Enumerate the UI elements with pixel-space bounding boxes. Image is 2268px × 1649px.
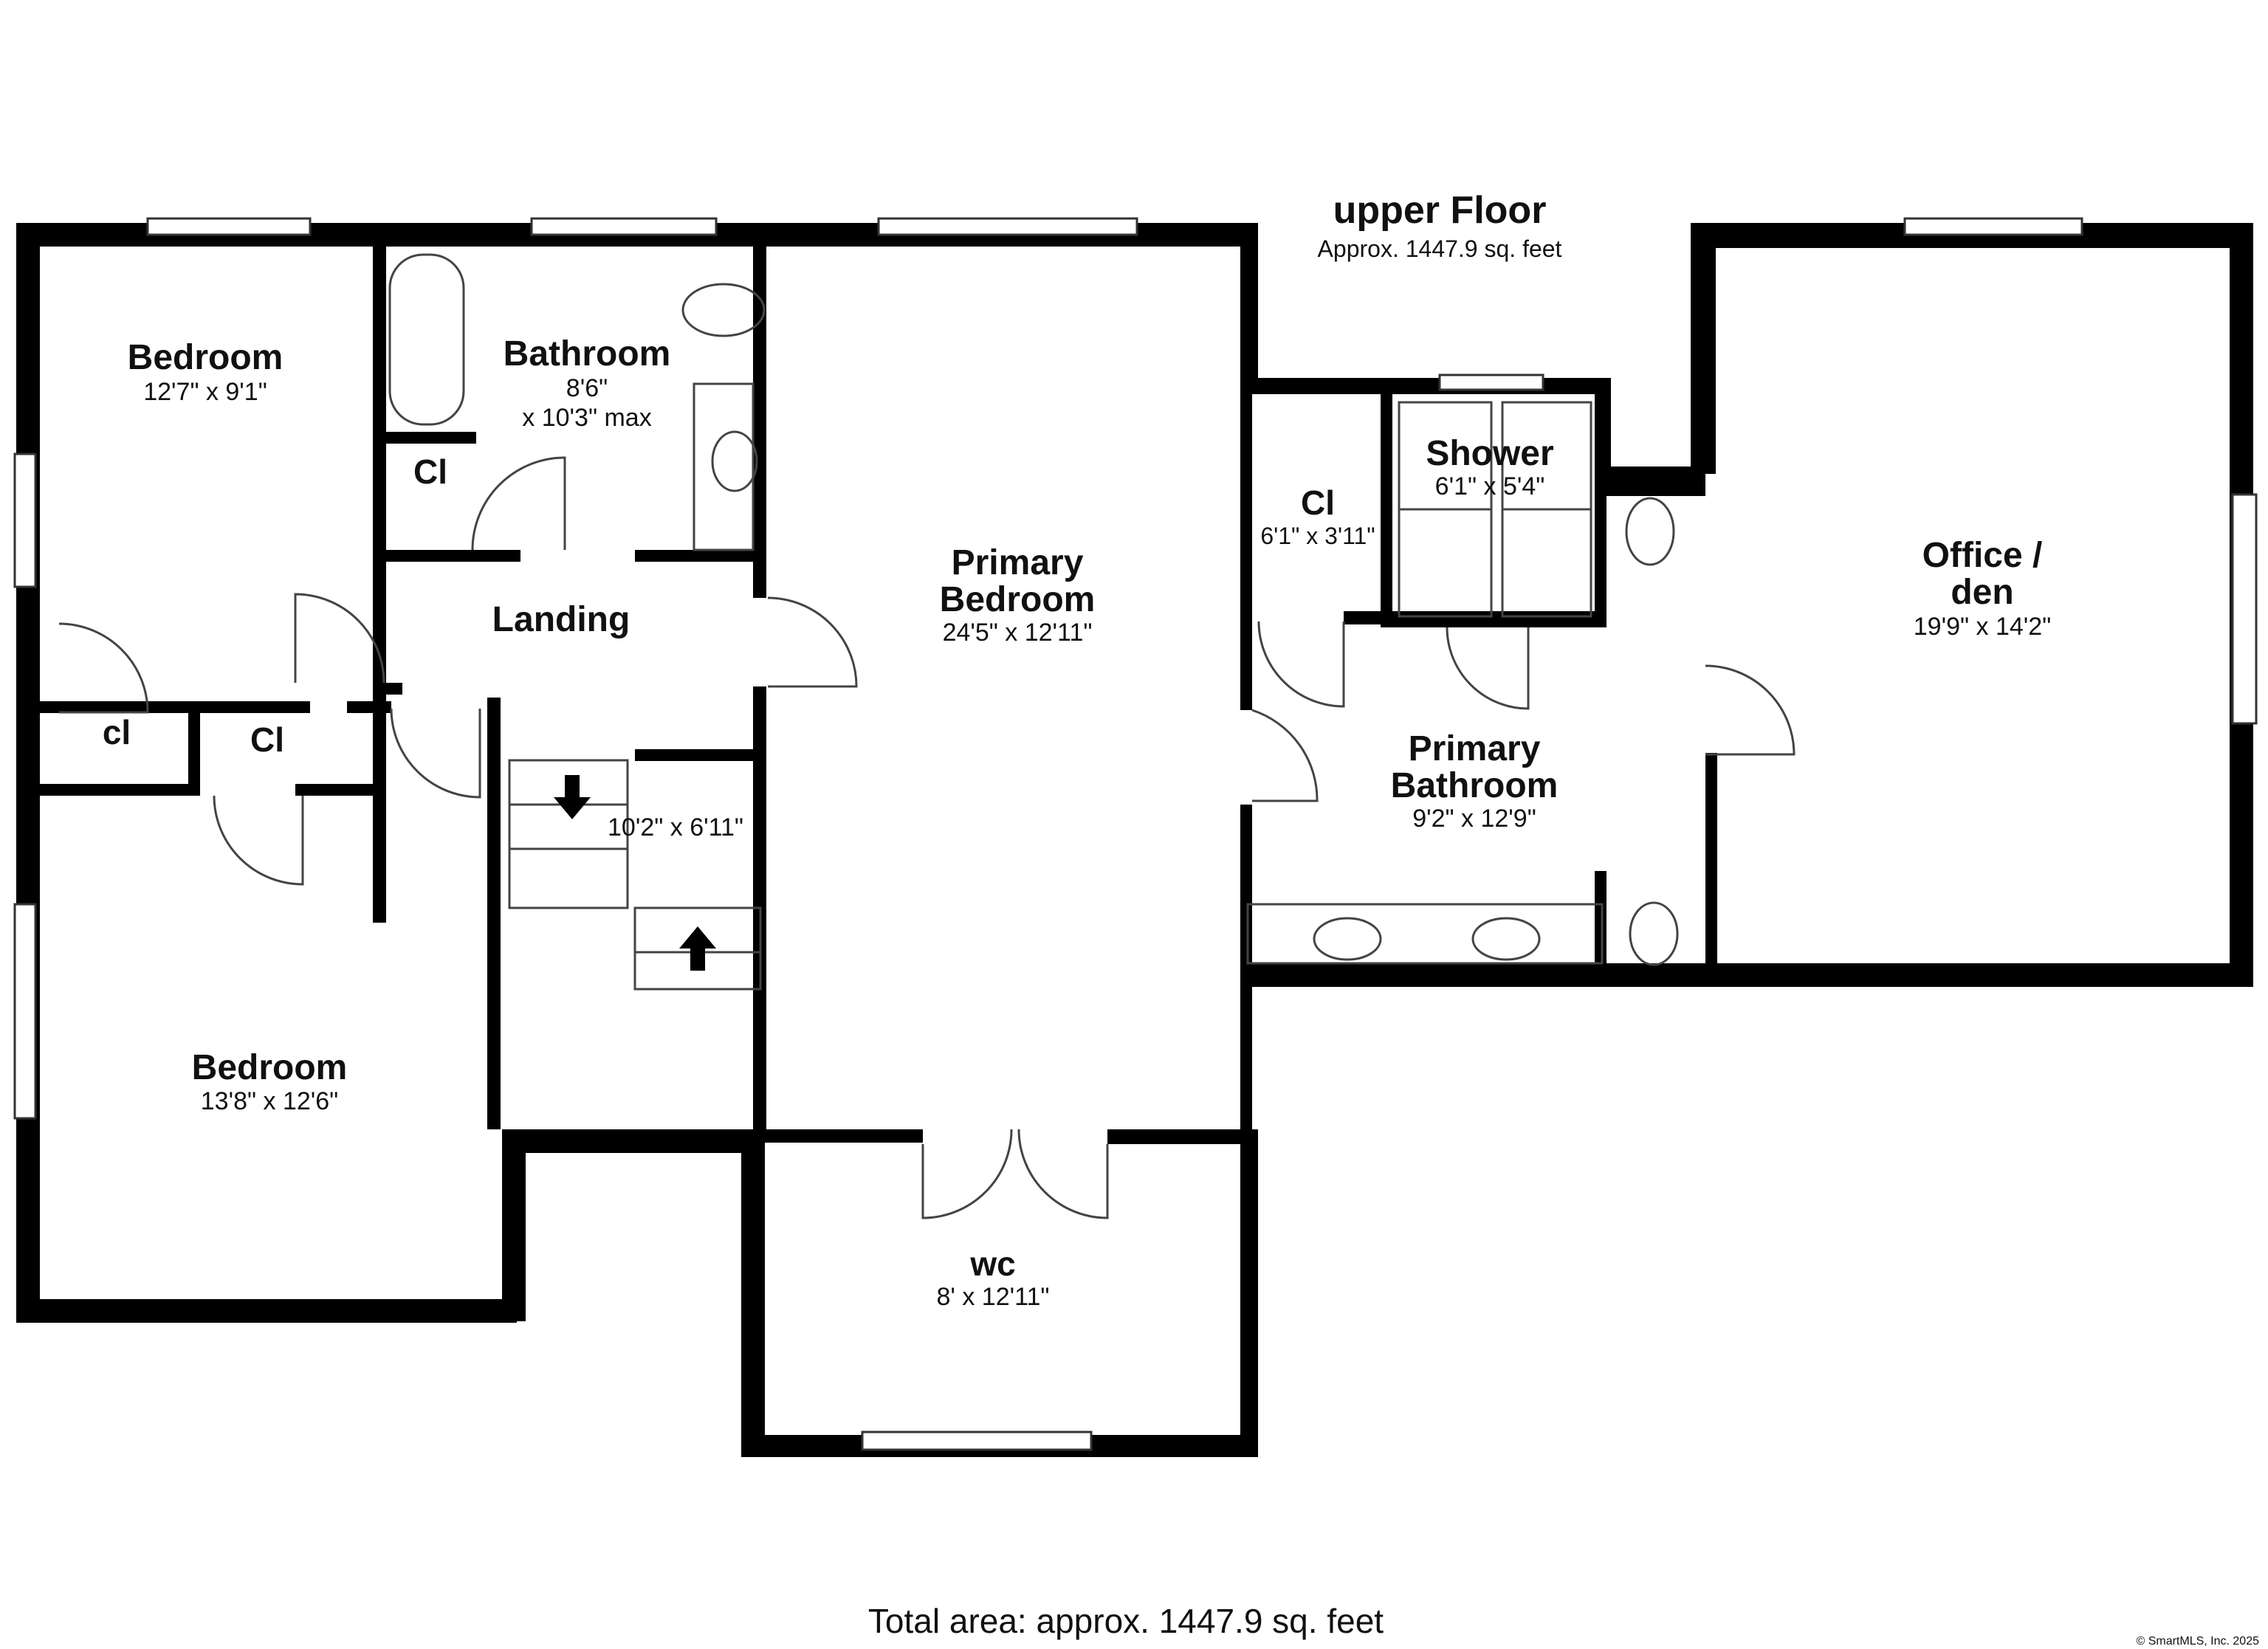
room-closet-primary-name: Cl [1301, 483, 1335, 522]
copyright: © SmartMLS, Inc. 2025 [2136, 1635, 2259, 1648]
room-primary-bathroom-name-2: Bathroom [1391, 766, 1559, 805]
room-bedroom-1-name: Bedroom [128, 338, 284, 377]
room-closet-left-name: Cl [250, 720, 284, 759]
room-landing-name: Landing [492, 600, 630, 639]
room-bedroom-2-name: Bedroom [192, 1048, 348, 1087]
total-area: Total area: approx. 1447.9 sq. feet [868, 1602, 1384, 1640]
room-office-name-2: den [1951, 573, 2013, 612]
room-office-name-1: Office / [1922, 536, 2043, 575]
room-closet-left-small-name: cl [103, 713, 131, 751]
room-primary-bedroom-name-2: Bedroom [940, 580, 1096, 619]
room-shower-dims: 6'1" x 5'4" [1435, 472, 1545, 500]
room-primary-bedroom-name-1: Primary [952, 543, 1084, 582]
room-bedroom-2-dims: 13'8" x 12'6" [201, 1087, 338, 1115]
room-bathroom-dims-2: x 10'3" max [522, 404, 651, 432]
room-closet-primary-dims: 6'1" x 3'11" [1260, 523, 1375, 549]
room-wc-dims: 8' x 12'11" [937, 1283, 1050, 1311]
room-wc-name: wc [969, 1245, 1015, 1283]
floor-title: upper Floor [1333, 189, 1547, 232]
room-bedroom-1-dims: 12'7" x 9'1" [143, 378, 267, 406]
room-closet-bath-name: Cl [413, 452, 447, 491]
room-stairs-dims: 10'2" x 6'11" [608, 813, 743, 841]
room-bathroom-name: Bathroom [504, 334, 671, 373]
room-primary-bathroom-name-1: Primary [1409, 729, 1541, 768]
stair-arrows [554, 775, 716, 971]
room-office-dims: 19'9" x 14'2" [1914, 613, 2051, 641]
fixtures [58, 253, 1796, 1219]
room-shower-name: Shower [1426, 434, 1553, 473]
walls [16, 223, 2253, 1457]
room-primary-bathroom-dims: 9'2" x 12'9" [1412, 805, 1536, 833]
windows [13, 217, 2258, 1451]
floor-area: Approx. 1447.9 sq. feet [1318, 235, 1562, 262]
room-bathroom-dims-1: 8'6" [566, 374, 608, 402]
room-primary-bedroom-dims: 24'5" x 12'11" [943, 619, 1093, 647]
